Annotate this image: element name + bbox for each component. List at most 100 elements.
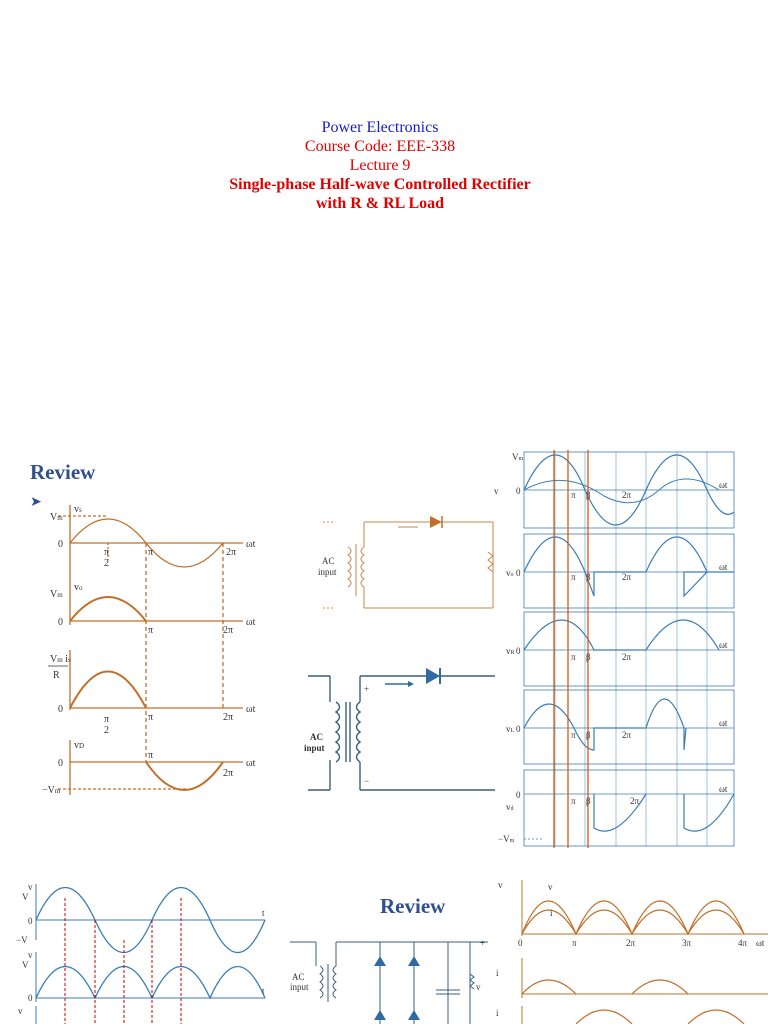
svg-text:ωt: ωt (719, 640, 728, 650)
svg-text:t: t (262, 986, 265, 996)
diode-icon (430, 516, 442, 528)
svg-text:−V: −V (16, 935, 28, 945)
svg-text:π: π (571, 730, 576, 740)
svg-text:input: input (290, 982, 309, 992)
svg-text:v: v (498, 880, 503, 890)
rectified-current-waveforms: v v i 0 π 2π 3π 4π ωt i i (496, 880, 768, 1024)
svg-text:v: v (18, 1006, 23, 1016)
svg-text:2: 2 (104, 558, 109, 569)
svg-text:V: V (22, 960, 29, 970)
svg-text:0: 0 (58, 758, 63, 769)
svg-text:0: 0 (516, 568, 521, 578)
diode-icon (426, 668, 440, 684)
lecture-topic-line2: with R & RL Load (315, 195, 445, 212)
svg-text:ωt: ωt (719, 480, 728, 490)
svg-text:Vm: Vm (50, 512, 63, 523)
title-block: Power Electronics Course Code: EEE-338 L… (180, 118, 580, 213)
svg-text:R: R (53, 670, 60, 681)
svg-text:π: π (571, 490, 576, 500)
svg-text:0: 0 (58, 704, 63, 715)
svg-text:v: v (476, 982, 481, 992)
svg-text:v: v (494, 486, 499, 496)
bullet-arrow-icon: ➤ (30, 495, 42, 510)
svg-text:2π: 2π (630, 796, 640, 806)
svg-text:ωt: ωt (719, 562, 728, 572)
bridge-circuit: AC input v + (290, 938, 488, 1024)
svg-text:ωt: ωt (719, 718, 728, 728)
svg-text:Vm: Vm (50, 589, 63, 600)
svg-text:0: 0 (518, 938, 523, 948)
svg-text:v: v (548, 882, 553, 892)
svg-text:V: V (22, 892, 29, 902)
svg-text:AC: AC (322, 556, 335, 566)
svg-text:i: i (550, 908, 553, 918)
svg-text:input: input (304, 743, 325, 753)
svg-text:ωt: ωt (246, 617, 256, 628)
svg-text:2: 2 (104, 725, 109, 736)
svg-text:2π: 2π (226, 547, 236, 558)
svg-text:0: 0 (58, 539, 63, 550)
svg-text:π: π (148, 712, 153, 723)
rl-load-waveforms: Vm v 0 π β 2π ωt vo 0 π β 2π ωt vR 0 π β… (494, 450, 735, 848)
circuit-rl-load-bottom: AC input + − (304, 668, 495, 791)
svg-text:Vm is: Vm is (50, 654, 71, 665)
svg-text:ωt: ωt (719, 784, 728, 794)
svg-text:2π: 2π (223, 768, 233, 779)
svg-text:−Vm: −Vm (498, 834, 515, 844)
svg-text:π: π (571, 652, 576, 662)
slide2-heading: Review (380, 894, 446, 918)
svg-text:2π: 2π (622, 730, 632, 740)
svg-text:π: π (571, 796, 576, 806)
svg-text:π: π (148, 750, 153, 761)
svg-text:v: v (28, 950, 33, 960)
svg-text:ωt: ωt (756, 938, 765, 948)
svg-text:2π: 2π (622, 490, 632, 500)
svg-text:+: + (480, 938, 485, 948)
svg-text:3π: 3π (682, 938, 692, 948)
svg-text:π: π (572, 938, 577, 948)
svg-text:i: i (496, 968, 499, 978)
svg-text:AC: AC (292, 972, 305, 982)
svg-text:2π: 2π (622, 652, 632, 662)
slide1-heading: Review (30, 460, 96, 484)
svg-text:0: 0 (516, 790, 521, 800)
svg-text:β: β (586, 490, 591, 500)
svg-text:input: input (318, 567, 337, 577)
svg-text:vL: vL (506, 724, 515, 734)
circuit-r-load-top: AC input (318, 516, 494, 609)
svg-text:0: 0 (516, 646, 521, 656)
svg-text:i: i (496, 1008, 499, 1018)
svg-text:ωt: ωt (246, 539, 256, 550)
svg-text:0: 0 (28, 916, 33, 926)
svg-text:β: β (586, 796, 591, 806)
svg-text:4π: 4π (738, 938, 748, 948)
diode-icon (374, 956, 420, 1020)
svg-text:vR: vR (506, 646, 515, 656)
full-wave-waveforms: v V 0 −V t v V 0 t v (16, 882, 266, 1024)
svg-text:−: − (364, 776, 369, 786)
svg-text:0: 0 (516, 486, 521, 496)
svg-text:vD: vD (74, 740, 84, 751)
course-code: Course Code: EEE-338 (304, 138, 456, 155)
course-name: Power Electronics (321, 119, 439, 136)
r-load-waveforms: vs Vm 0 ωt π 2 π 2π vo Vm 0 ωt π 2π Vm i… (42, 504, 256, 796)
svg-text:2π: 2π (223, 625, 233, 636)
svg-text:π: π (148, 625, 153, 636)
svg-text:π: π (148, 547, 153, 558)
svg-text:vs: vs (74, 504, 82, 515)
svg-text:β: β (586, 730, 591, 740)
svg-text:+: + (364, 684, 369, 694)
svg-text:β: β (586, 572, 591, 582)
svg-text:π: π (104, 547, 109, 558)
svg-text:vo: vo (506, 568, 514, 578)
svg-text:vd: vd (506, 802, 514, 812)
svg-text:−Vm: −Vm (42, 785, 61, 796)
svg-text:0: 0 (28, 993, 33, 1003)
svg-text:π: π (571, 572, 576, 582)
svg-text:ωt: ωt (246, 758, 256, 769)
svg-text:AC: AC (310, 732, 323, 742)
svg-text:2π: 2π (622, 572, 632, 582)
svg-text:π: π (104, 714, 109, 725)
svg-text:vo: vo (74, 582, 83, 593)
svg-text:v: v (28, 882, 33, 892)
